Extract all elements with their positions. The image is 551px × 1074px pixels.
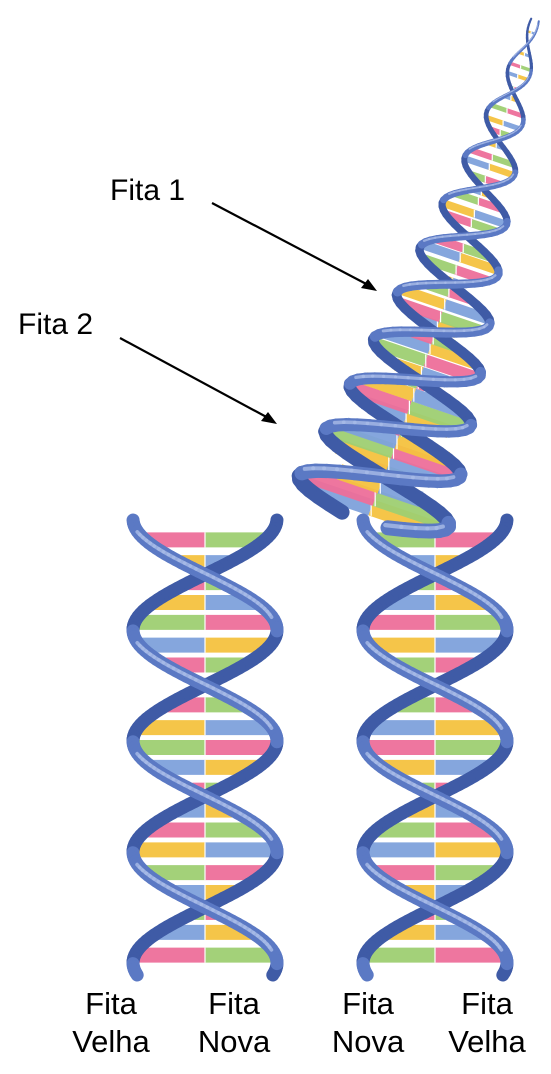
strand-2-arrowhead <box>261 412 277 424</box>
backbone-highlight <box>355 423 368 424</box>
base-pair-half <box>489 167 514 176</box>
strand-2-arrow-line <box>120 338 272 420</box>
backbone-segment <box>273 972 275 975</box>
backbone-highlight <box>398 476 413 477</box>
bottom-label-line1: Fita <box>432 985 542 1023</box>
backbone-highlight <box>459 235 467 236</box>
backbone-segment <box>489 323 490 326</box>
bottom-label-line1: Fita <box>179 985 289 1023</box>
bottom-label-line1: Fita <box>56 985 166 1023</box>
backbone-segment <box>460 474 461 477</box>
bottom-label-new-strand-left: Fita Nova <box>179 985 289 1061</box>
backbone-segment <box>530 19 531 22</box>
backbone-highlight <box>484 325 487 327</box>
backbone-highlight <box>408 378 421 379</box>
backbone-highlight <box>500 614 502 617</box>
backbone-highlight <box>383 474 399 476</box>
bottom-label-line2: Velha <box>432 1023 542 1061</box>
backbone-highlight <box>480 186 487 187</box>
backbone-highlight <box>417 283 426 284</box>
backbone-highlight <box>270 725 272 728</box>
backbone-highlight <box>270 614 272 617</box>
backbone-highlight <box>499 947 501 950</box>
backbone-highlight <box>443 236 451 237</box>
bottom-label-line2: Nova <box>313 1023 423 1061</box>
backbone-highlight <box>423 428 436 429</box>
backbone-highlight <box>410 427 424 428</box>
backbone-highlight <box>384 376 396 377</box>
backbone-segment <box>507 221 508 224</box>
base-pair-half <box>491 105 507 110</box>
strand-2-label: Fita 2 <box>18 310 93 340</box>
backbone-segment <box>365 972 367 975</box>
backbone-highlight <box>421 379 433 380</box>
backbone-highlight <box>473 187 480 188</box>
bottom-label-line2: Velha <box>56 1023 166 1061</box>
backbone-highlight <box>435 237 442 238</box>
backbone-highlight <box>270 836 272 839</box>
callout-arrows-layer <box>120 203 377 424</box>
strand-1-arrow-line <box>212 203 372 287</box>
backbone-highlight <box>385 525 401 527</box>
bottom-label-old-strand-right: Fita Velha <box>432 985 542 1061</box>
backbone-highlight <box>466 188 473 189</box>
backbone-highlight <box>367 472 383 474</box>
backbone-highlight <box>500 725 502 728</box>
bottom-label-line2: Nova <box>179 1023 289 1061</box>
bottom-label-new-strand-right: Fita Nova <box>313 985 423 1061</box>
backbone-highlight <box>395 426 409 427</box>
backbone-highlight <box>500 836 502 839</box>
backbone-highlight <box>463 426 467 428</box>
backbone-highlight <box>467 234 475 235</box>
backbone-highlight <box>269 947 271 950</box>
backbone-highlight <box>352 471 367 473</box>
backbone-highlight <box>483 232 490 233</box>
backbone-highlight <box>401 527 415 528</box>
backbone-highlight <box>381 424 395 425</box>
backbone-highlight <box>437 527 443 528</box>
backbone-highlight <box>367 423 381 424</box>
base-pair-half <box>510 63 521 67</box>
backbone-segment <box>514 172 515 175</box>
bottom-label-old-strand-left: Fita Velha <box>56 985 166 1061</box>
strand-1-label: Fita 1 <box>110 176 185 206</box>
backbone-highlight <box>337 469 351 470</box>
backbone-highlight <box>475 233 483 234</box>
backbone-segment <box>503 972 505 975</box>
backbone-highlight <box>465 282 474 283</box>
backbone-highlight <box>413 477 426 478</box>
bottom-label-line1: Fita <box>313 985 423 1023</box>
backbone-highlight <box>471 376 476 378</box>
backbone-highlight <box>447 477 454 478</box>
strand-1-arrowhead <box>361 279 377 291</box>
backbone-highlight <box>450 235 458 236</box>
backbone-highlight <box>396 377 409 378</box>
base-pair-half <box>521 67 532 71</box>
backbone-segment <box>135 972 137 975</box>
backbone-segment <box>531 71 532 74</box>
backbone-segment <box>469 425 471 428</box>
backbone-highlight <box>460 189 466 190</box>
